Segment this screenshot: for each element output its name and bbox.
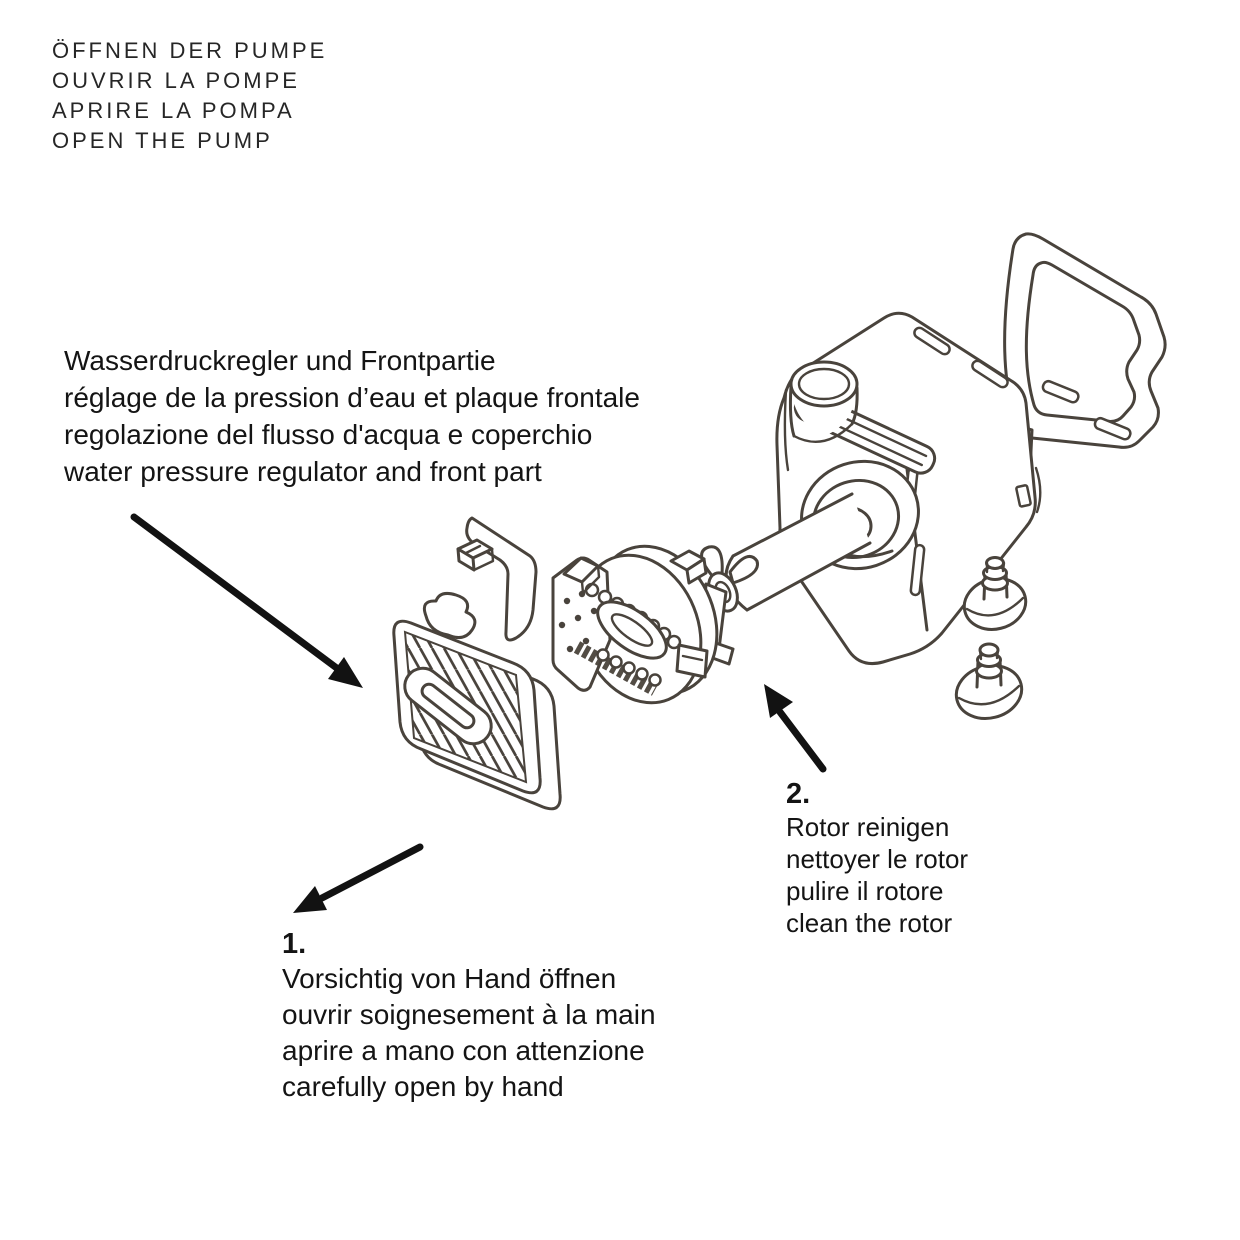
step-2-en: clean the rotor (786, 908, 953, 938)
step-1-de: Vorsichtig von Hand öffnen (282, 963, 617, 994)
title-en: OPEN THE PUMP (52, 128, 273, 153)
title-fr: OUVRIR LA POMPE (52, 68, 300, 93)
front-part-fr: réglage de la pression d’eau et plaque f… (64, 382, 640, 413)
front-part-en: water pressure regulator and front part (64, 456, 542, 487)
rotor-assembly (551, 544, 719, 705)
arrow-step-2 (764, 684, 827, 773)
title-de: ÖFFNEN DER PUMPE (52, 38, 328, 63)
step-1-en: carefully open by hand (282, 1071, 564, 1102)
step-2-fr: nettoyer le rotor (786, 844, 969, 874)
step-1-it: aprire a mano con attenzione (282, 1035, 645, 1066)
rotor-impeller (596, 600, 668, 660)
step-2: 2. Rotor reinigen nettoyer le rotor puli… (786, 778, 968, 939)
front-grille-plate (392, 592, 562, 811)
pump-outlet-pipe (788, 360, 859, 443)
mounting-bracket-clip (977, 232, 1167, 514)
arrow-step-1 (293, 843, 424, 913)
step-2-it: pulire il rotore (786, 876, 944, 906)
arrow-front-part (130, 513, 363, 688)
suction-cup-1 (962, 556, 1028, 631)
front-part-it: regolazione del flusso d'acqua e coperch… (64, 419, 593, 450)
callout-front-part: Wasserdruckregler und Frontpartie réglag… (64, 342, 640, 490)
rotor-shaft-clip (700, 545, 759, 666)
suction-cup-2 (954, 642, 1024, 720)
title-it: APRIRE LA POMPA (52, 98, 295, 123)
step-2-number: 2. (786, 778, 811, 810)
water-regulator-plate (456, 516, 538, 642)
step-1-number: 1. (282, 928, 307, 960)
front-part-de: Wasserdruckregler und Frontpartie (64, 345, 496, 376)
step-2-de: Rotor reinigen (786, 812, 950, 842)
step-1: 1. Vorsichtig von Hand öffnen ouvrir soi… (282, 928, 656, 1105)
step-1-fr: ouvrir soignesement à la main (282, 999, 656, 1030)
grille-regulator-cutout (422, 592, 477, 640)
page-title: ÖFFNEN DER PUMPE OUVRIR LA POMPE APRIRE … (52, 36, 327, 156)
pump-body (775, 311, 1037, 666)
grille-slider-slot (403, 666, 493, 746)
